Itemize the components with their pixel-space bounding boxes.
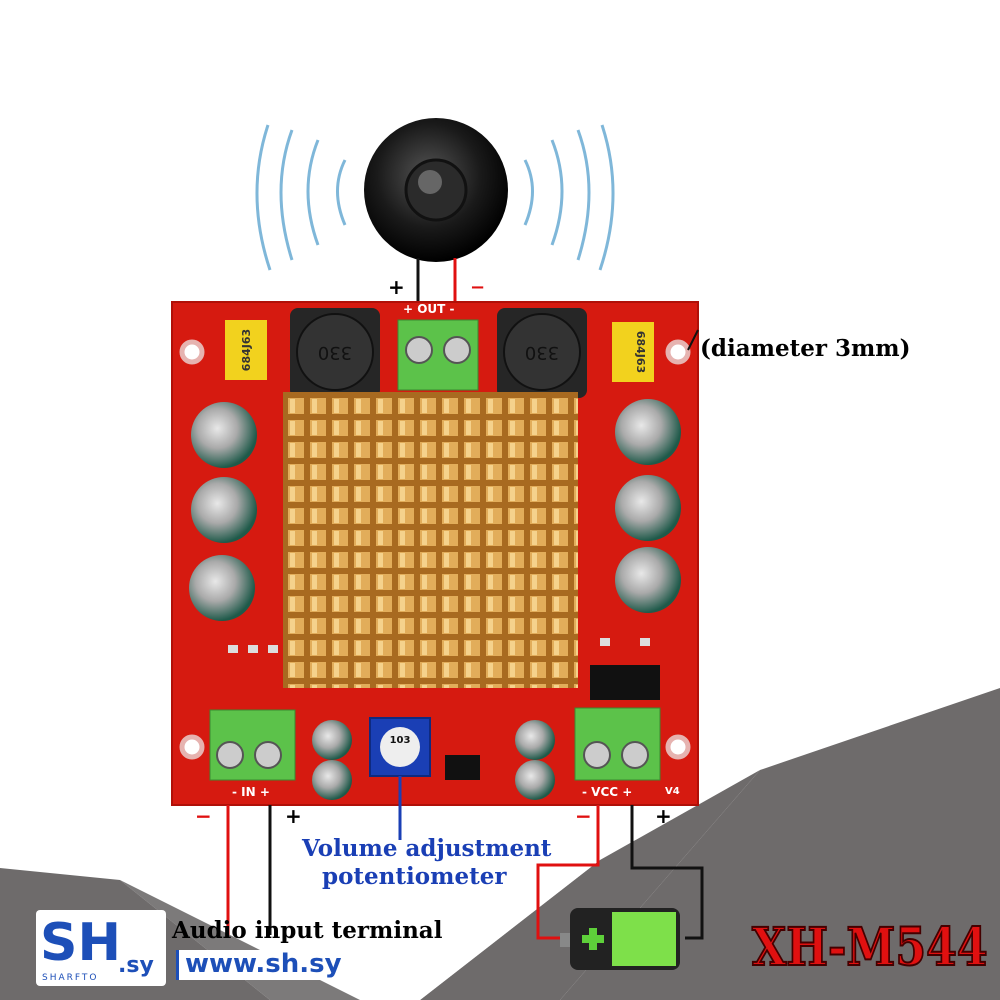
inductors (290, 308, 587, 398)
mounting-holes (179, 339, 691, 760)
in-minus-label: − (195, 804, 212, 828)
vcc-silkscreen: - VCC + (582, 785, 633, 799)
out-silkscreen: + OUT - (403, 302, 455, 316)
diameter-label: (diameter 3mm) (700, 335, 911, 362)
logo-tld: .sy (118, 953, 154, 978)
electrolytic-capacitors (189, 399, 681, 800)
speaker-icon (364, 118, 508, 262)
model-title: XH-M544 (751, 917, 988, 979)
vcc-minus-label: − (575, 804, 592, 828)
inductor-code-right: 330 (525, 342, 559, 363)
power-terminal (574, 707, 661, 781)
out-minus-label: − (470, 277, 486, 298)
sharfto-logo: SH SHARFTO .sy (36, 910, 166, 986)
in-plus-label: + (285, 804, 302, 828)
inductor-code-left: 330 (318, 342, 352, 363)
svg-text:SH: SH (40, 913, 121, 973)
volume-label-line2: potentiometer (322, 863, 507, 890)
film-capacitors (225, 320, 654, 382)
audio-input-label: Audio input terminal (172, 917, 443, 944)
pot-code: 103 (390, 735, 411, 746)
bg-shape-mid (420, 770, 760, 1000)
v4-silkscreen: V4 (665, 786, 680, 797)
volume-label-line1: Volume adjustment (302, 835, 552, 862)
logo-url: www.sh.sy (176, 949, 342, 980)
output-terminal (397, 319, 479, 391)
logo-tagline: SHARFTO (42, 973, 99, 983)
out-plus-label: + (388, 275, 405, 299)
capacitor-code-right: 684J63 (634, 331, 647, 373)
vcc-plus-label: + (655, 804, 672, 828)
heatsink (283, 392, 578, 688)
sound-waves-icon (255, 124, 615, 271)
capacitor-code-left: 684J63 (240, 329, 253, 371)
battery-icon (560, 908, 680, 970)
in-silkscreen: - IN + (232, 785, 270, 799)
input-terminal (209, 709, 296, 781)
volume-potentiometer[interactable] (369, 717, 431, 777)
